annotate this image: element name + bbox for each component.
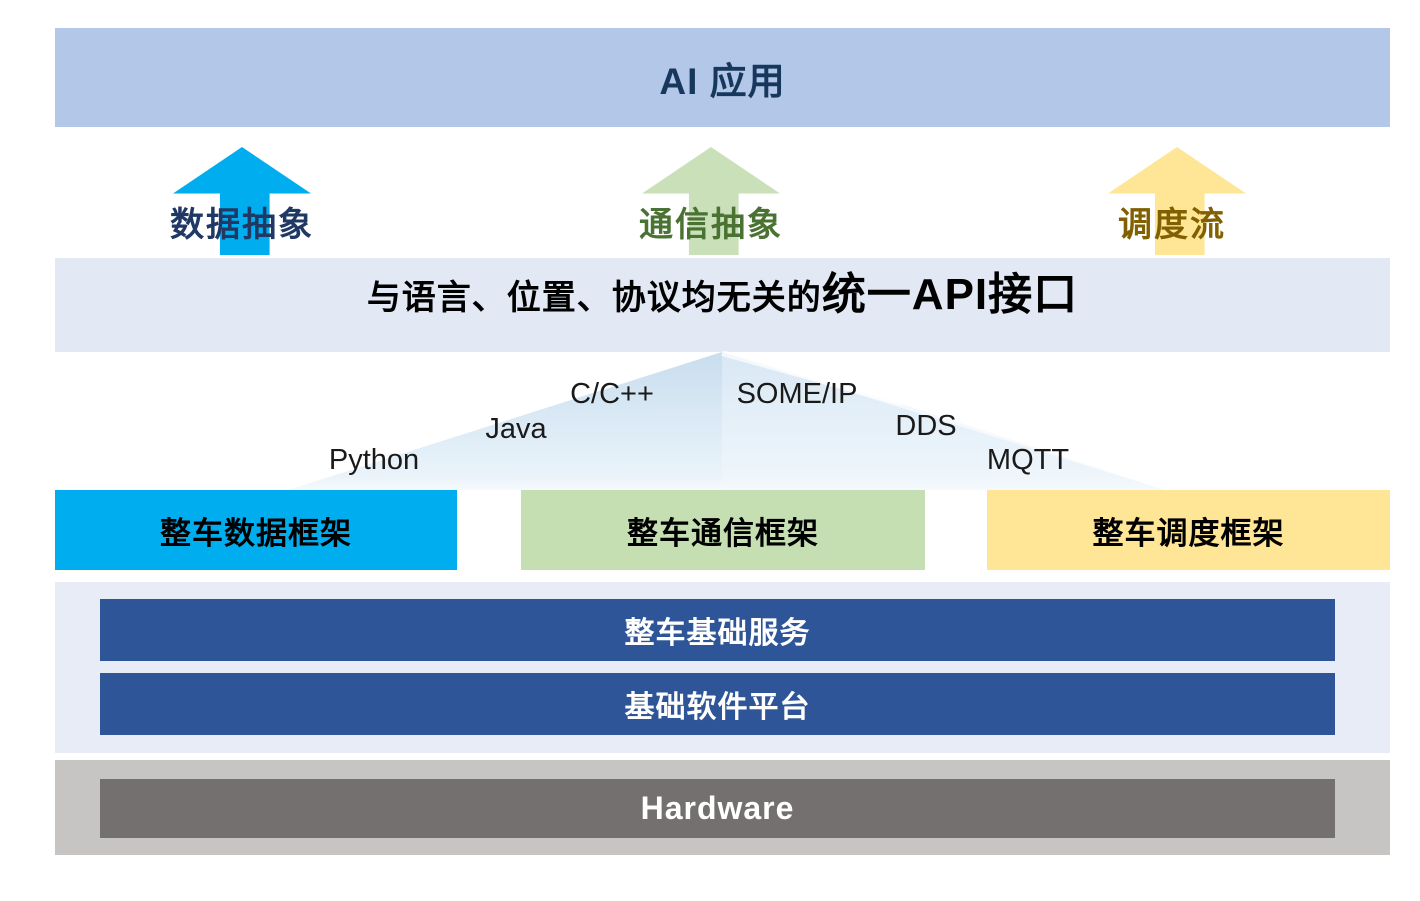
ai-application-bar: AI 应用 (55, 28, 1390, 127)
unified-api-bar: 与语言、位置、协议均无关的统一API接口 (55, 258, 1390, 352)
vehicle-scheduling-framework-box: 整车调度框架 (987, 490, 1390, 570)
mountain-graphic (288, 351, 1166, 490)
data-abstraction-arrow-group: 数据抽象 (170, 147, 323, 255)
scheduling-flow-arrow-group: 调度流 (1108, 147, 1258, 255)
api-bar-emphasis-text: 统一API接口 (821, 270, 1079, 319)
vehicle-data-framework-label: 整车数据框架 (160, 515, 352, 551)
base-software-platform-label: 基础软件平台 (624, 691, 811, 724)
protocol-label-mqtt: MQTT (986, 444, 1070, 476)
protocol-label-someip: SOME/IP (736, 378, 858, 410)
api-bar-prefix-text: 与语言、位置、协议均无关的 (366, 279, 822, 317)
communication-abstraction-label: 通信抽象 (639, 206, 783, 244)
vehicle-communication-framework-box: 整车通信框架 (521, 490, 925, 570)
communication-abstraction-arrow-group: 通信抽象 (639, 147, 792, 255)
language-label-cpp: C/C++ (570, 378, 654, 410)
vehicle-data-framework-box: 整车数据框架 (55, 490, 457, 570)
hardware-label: Hardware (640, 790, 795, 826)
language-label-java: Java (485, 413, 547, 445)
base-software-platform-bar: 基础软件平台 (100, 673, 1335, 735)
hardware-container: Hardware (55, 760, 1390, 855)
scheduling-flow-label: 调度流 (1118, 206, 1226, 244)
vehicle-communication-framework-label: 整车通信框架 (627, 515, 819, 551)
vehicle-base-services-label: 整车基础服务 (624, 617, 811, 650)
protocol-label-dds: DDS (895, 410, 957, 442)
vehicle-base-services-bar: 整车基础服务 (100, 599, 1335, 661)
vehicle-scheduling-framework-label: 整车调度框架 (1092, 515, 1285, 551)
hardware-bar: Hardware (100, 779, 1335, 838)
ai-application-label: AI 应用 (659, 60, 786, 102)
data-abstraction-label: 数据抽象 (170, 206, 314, 244)
base-platform-container: 整车基础服务 基础软件平台 (55, 582, 1390, 753)
language-label-python: Python (328, 444, 420, 476)
